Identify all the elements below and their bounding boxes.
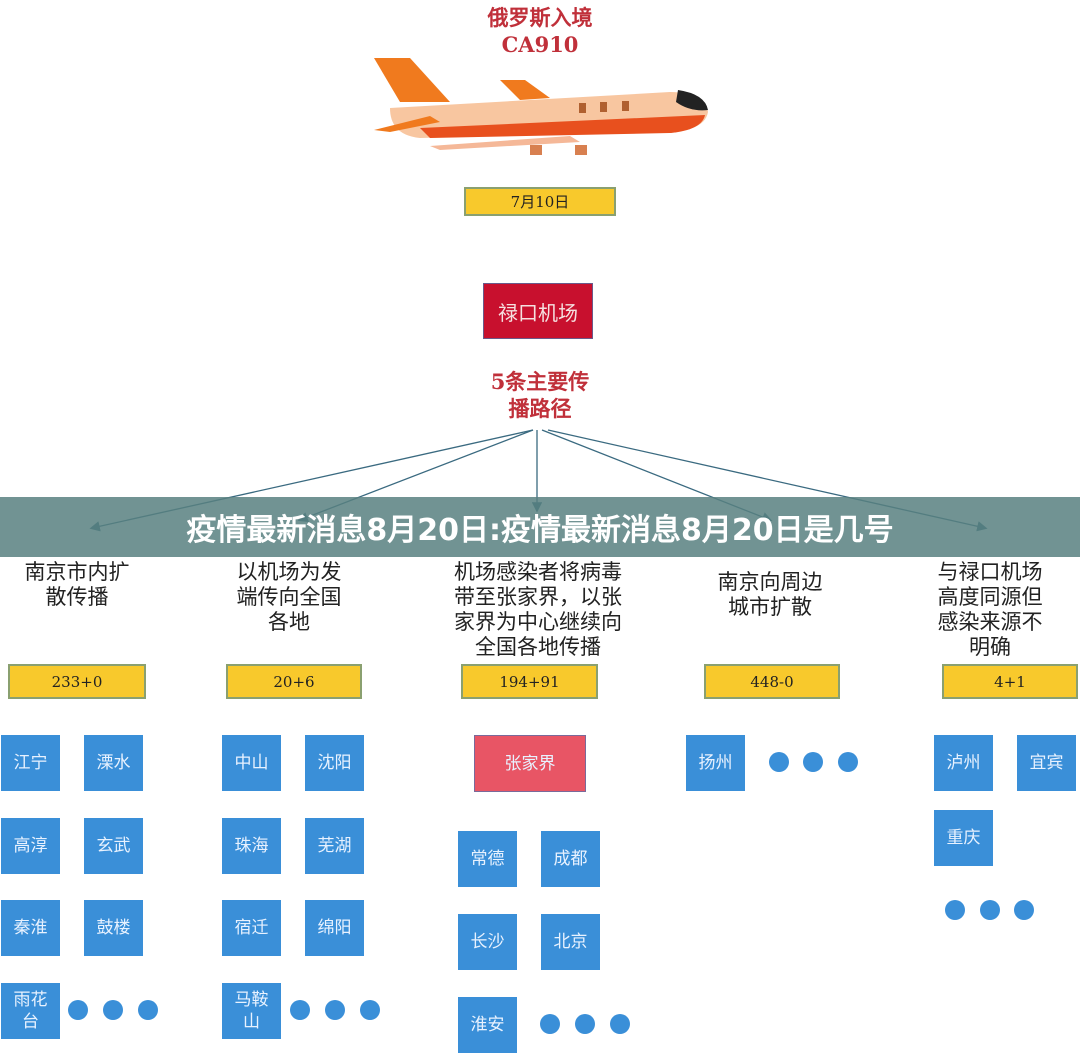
- city-box: 常德: [458, 831, 517, 887]
- count-box: 448-0: [704, 664, 840, 699]
- city-box: 长沙: [458, 914, 517, 970]
- city-box: 宿迁: [222, 900, 281, 956]
- heading-line: 高度同源但: [937, 585, 1043, 609]
- column-heading: 南京市内扩散传播: [25, 560, 130, 610]
- city-box: 芜湖: [305, 818, 364, 874]
- city-box: 雨花 台: [1, 983, 60, 1039]
- more-dot-icon: [68, 1000, 88, 1020]
- heading-line: 南京向周边: [717, 570, 823, 594]
- routes-title: 5条主要传 播路径: [440, 368, 640, 422]
- city-box: 中山: [222, 735, 281, 791]
- city-box: 珠海: [222, 818, 281, 874]
- column-heading: 与禄口机场高度同源但感染来源不明确: [938, 560, 1043, 660]
- more-dot-icon: [1014, 900, 1034, 920]
- airplane-icon: [374, 58, 708, 155]
- city-box: 重庆: [934, 810, 993, 866]
- heading-line: 机场感染者将病毒: [454, 560, 622, 584]
- city-box: 秦淮: [1, 900, 60, 956]
- column-heading: 南京向周边城市扩散: [718, 570, 823, 620]
- heading-line: 明确: [969, 635, 1011, 659]
- heading-line: 散传播: [45, 585, 109, 609]
- heading-line: 全国各地传播: [475, 635, 601, 659]
- overlay-banner: 疫情最新消息8月20日:疫情最新消息8月20日是几号: [0, 497, 1080, 557]
- heading-line: 以机场为发: [236, 560, 342, 584]
- more-dot-icon: [325, 1000, 345, 1020]
- city-box: 绵阳: [305, 900, 364, 956]
- city-box: 泸州: [934, 735, 993, 791]
- heading-line: 各地: [268, 610, 310, 634]
- more-dot-icon: [838, 752, 858, 772]
- city-box: 宜宾: [1017, 735, 1076, 791]
- more-dot-icon: [540, 1014, 560, 1034]
- city-box: 成都: [541, 831, 600, 887]
- city-box: 溧水: [84, 735, 143, 791]
- more-dot-icon: [103, 1000, 123, 1020]
- city-box: 淮安: [458, 997, 517, 1053]
- more-dot-icon: [769, 752, 789, 772]
- more-dot-icon: [610, 1014, 630, 1034]
- city-box: 玄武: [84, 818, 143, 874]
- heading-line: 与禄口机场: [937, 560, 1043, 584]
- heading-line: 城市扩散: [728, 595, 812, 619]
- more-dot-icon: [945, 900, 965, 920]
- routes-title-line-1: 5条主要传: [490, 369, 590, 394]
- city-box: 马鞍 山: [222, 983, 281, 1039]
- more-dot-icon: [290, 1000, 310, 1020]
- title-line-1: 俄罗斯入境: [487, 5, 593, 30]
- header-title: 俄罗斯入境 CA910: [390, 4, 690, 58]
- column-heading: 以机场为发端传向全国各地: [237, 560, 342, 635]
- heading-line: 南京市内扩: [24, 560, 130, 584]
- more-dot-icon: [138, 1000, 158, 1020]
- heading-line: 感染来源不: [937, 610, 1043, 634]
- count-box: 4+1: [942, 664, 1078, 699]
- count-box: 233+0: [8, 664, 146, 699]
- flight-number: CA910: [501, 32, 579, 57]
- city-box: 鼓楼: [84, 900, 143, 956]
- airport-box: 禄口机场: [483, 283, 593, 339]
- count-box: 194+91: [461, 664, 598, 699]
- heading-line: 端传向全国: [236, 585, 342, 609]
- city-box: 北京: [541, 914, 600, 970]
- routes-title-line-2: 播路径: [508, 396, 572, 421]
- more-dot-icon: [803, 752, 823, 772]
- city-box: 沈阳: [305, 735, 364, 791]
- heading-line: 家界为中心继续向: [454, 610, 622, 634]
- city-box: 江宁: [1, 735, 60, 791]
- heading-line: 带至张家界，以张: [454, 585, 622, 609]
- more-dot-icon: [360, 1000, 380, 1020]
- column-heading: 机场感染者将病毒带至张家界，以张家界为中心继续向全国各地传播: [454, 560, 622, 660]
- hub-city-box: 张家界: [474, 735, 586, 792]
- route-arrows: [89, 429, 988, 532]
- more-dot-icon: [980, 900, 1000, 920]
- more-dot-icon: [575, 1014, 595, 1034]
- count-box: 20+6: [226, 664, 362, 699]
- date-box: 7月10日: [464, 187, 616, 216]
- city-box: 高淳: [1, 818, 60, 874]
- city-box: 扬州: [686, 735, 745, 791]
